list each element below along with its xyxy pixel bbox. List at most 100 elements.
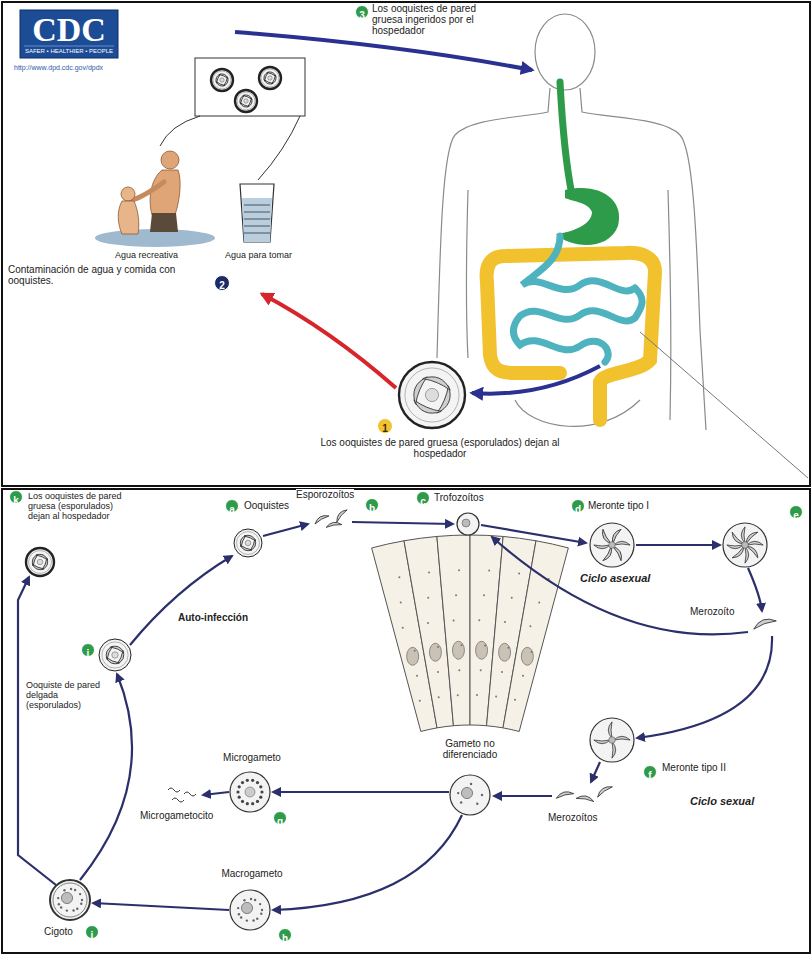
label-box: Auto-infección (178, 612, 263, 623)
oocyst-wall (235, 90, 257, 112)
glass-stripe (244, 219, 270, 220)
residual-body (244, 99, 248, 103)
label-box: Meronte tipo II (662, 762, 747, 773)
human-outline (668, 190, 671, 420)
microgamete-dot (246, 802, 249, 805)
cycle-arrow (492, 537, 748, 634)
callout-number: j (87, 647, 90, 661)
cytoplasm-dot (428, 571, 430, 573)
microgamete-dot (260, 790, 263, 793)
zoite-shape (111, 644, 126, 653)
granule (240, 916, 242, 918)
cytoplasm-dot (531, 651, 533, 653)
step-marker: a (225, 499, 239, 513)
zoite-shape (614, 736, 631, 740)
caption-text: http://www.dpd.cdc.gov/dpdx (14, 64, 103, 71)
label-box: Microgameto (212, 752, 292, 763)
label-box: Ciclo sexual (690, 795, 780, 807)
microgamete-dot (238, 796, 241, 799)
step-marker: b (365, 498, 379, 512)
oocyst-inner (261, 69, 279, 87)
cycle-arrow (637, 636, 772, 738)
meront-wall (723, 523, 767, 567)
cytoplasm-dot (419, 700, 421, 702)
label-box: SAFER • HEALTHIER • PEOPLE (20, 48, 118, 55)
label-box: Macrogameto (212, 868, 292, 879)
callout-number: a (229, 503, 235, 517)
cycle-arrow (235, 32, 532, 70)
gamete-wall (450, 775, 490, 815)
zoite-shape (244, 533, 257, 541)
oocyst-inner (237, 532, 260, 555)
step-marker: d (571, 499, 585, 513)
cycle-arrow (18, 577, 56, 885)
cytoplasm-dot (529, 625, 531, 627)
label-box: Los ooquistes de pared gruesa ingeridos … (372, 3, 492, 36)
zoite-shape (745, 547, 749, 564)
caption-text: Ooquistes (244, 500, 289, 511)
cytoplasm-dot (483, 594, 485, 596)
cytoplasm-dot (400, 602, 402, 604)
zoite-shape (603, 546, 614, 562)
oocyst-wall (26, 548, 54, 576)
granule (238, 913, 240, 915)
label-box: Esporozoítos (296, 489, 366, 500)
granule (57, 897, 59, 899)
microgametes (168, 788, 196, 802)
cell-nucleus (429, 643, 441, 661)
caption-text: SAFER • HEALTHIER • PEOPLE (25, 48, 113, 54)
granule (460, 801, 462, 803)
cytoplasm-dot (538, 602, 540, 604)
zoite-shape (747, 541, 764, 545)
cytoplasm-dot (504, 621, 506, 623)
cytoplasm-dot (488, 570, 490, 572)
granule (237, 907, 239, 909)
caption-text: Trofozoítos (434, 492, 484, 503)
cytoplasm-dot (458, 669, 460, 671)
cytoplasm-dot (501, 671, 503, 673)
cell-nucleus (452, 641, 464, 659)
nucleus (462, 519, 470, 527)
label-box: Gameto no diferenciado (420, 738, 520, 760)
caption-text: Contaminación de agua y comida con ooqui… (8, 264, 175, 286)
granule (60, 906, 62, 908)
life-cycle-panel (18, 508, 776, 930)
callout-number: k (13, 494, 19, 508)
step-marker: h (278, 928, 292, 942)
cell-nucleus (476, 641, 488, 659)
cytoplasm-dot (518, 573, 520, 575)
residual-body (245, 540, 251, 546)
cytoplasm-dot (438, 696, 440, 698)
oocyst-inner (29, 551, 52, 574)
callout-number: h (282, 932, 288, 946)
step-marker: 3 (355, 5, 369, 19)
child-head (121, 187, 135, 201)
microgamete-dot (246, 779, 249, 782)
step-marker: 1 (377, 418, 393, 434)
cycle-arrow (262, 294, 396, 388)
microgamete-dot (259, 785, 262, 788)
trophozoite (457, 513, 479, 535)
step-marker: i (85, 925, 99, 939)
granule (63, 889, 65, 891)
zoite-shape (576, 794, 594, 801)
meront-wall (590, 523, 634, 567)
glass-water (242, 198, 272, 242)
glass-stripe (244, 233, 270, 234)
caption-text: Agua para tomar (225, 250, 292, 260)
label-box: Trofozoítos (434, 492, 504, 503)
sample-box (195, 58, 305, 116)
cytoplasm-dot (414, 650, 416, 652)
residual-body (268, 76, 272, 80)
granule (70, 888, 72, 890)
meront-wall (590, 718, 634, 762)
microgamete-dot (256, 781, 259, 784)
granule (66, 909, 68, 911)
oocyst-wall (99, 639, 131, 671)
oocyst-inner (405, 368, 459, 422)
label-box: Meronte tipo I (588, 500, 668, 511)
label-box: Los ooquistes de pared gruesa (esporulad… (315, 437, 565, 459)
granule (76, 908, 78, 910)
granule (252, 919, 254, 921)
